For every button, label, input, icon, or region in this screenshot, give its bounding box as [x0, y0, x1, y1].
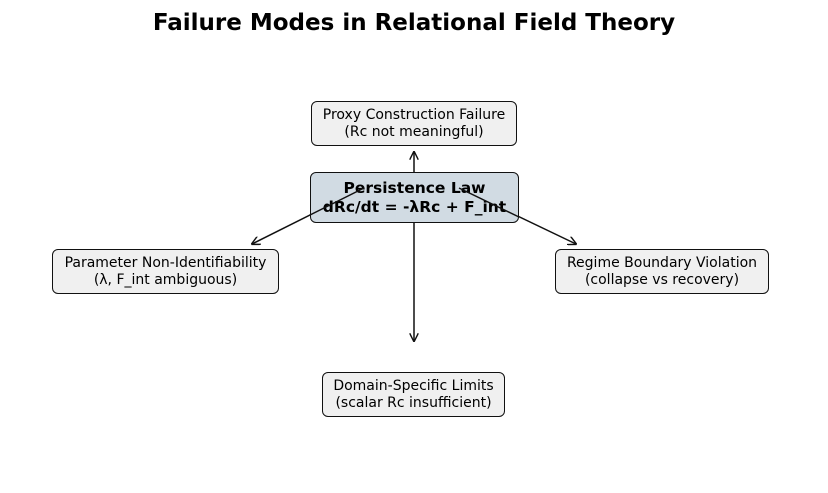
node-sublabel: (λ, F_int ambiguous) [93, 271, 238, 288]
arrow-tail-right [458, 187, 520, 218]
diagram-title: Failure Modes in Relational Field Theory [152, 10, 676, 36]
node-sublabel: (collapse vs recovery) [584, 271, 740, 288]
regime-boundary-violation-node: Regime Boundary Violation (collapse vs r… [555, 249, 769, 294]
domain-specific-limits-node: Domain-Specific Limits (scalar Rc insuff… [322, 372, 505, 417]
node-sublabel: (Rc not meaningful) [344, 123, 484, 140]
node-label: Regime Boundary Violation [566, 254, 758, 271]
arrow-tail-left [309, 187, 365, 216]
parameter-non-identifiability-node: Parameter Non-Identifiability (λ, F_int … [52, 249, 279, 294]
node-sublabel: (scalar Rc insufficient) [335, 394, 492, 411]
center-equation: dRc/dt = -λRc + F_int [322, 197, 507, 216]
proxy-construction-failure-node: Proxy Construction Failure (Rc not meani… [311, 101, 517, 146]
center-label: Persistence Law [343, 178, 486, 197]
node-label: Parameter Non-Identifiability [64, 254, 267, 271]
node-label: Proxy Construction Failure [322, 106, 506, 123]
node-label: Domain-Specific Limits [333, 377, 494, 394]
persistence-law-node: Persistence Law dRc/dt = -λRc + F_int [310, 172, 519, 223]
